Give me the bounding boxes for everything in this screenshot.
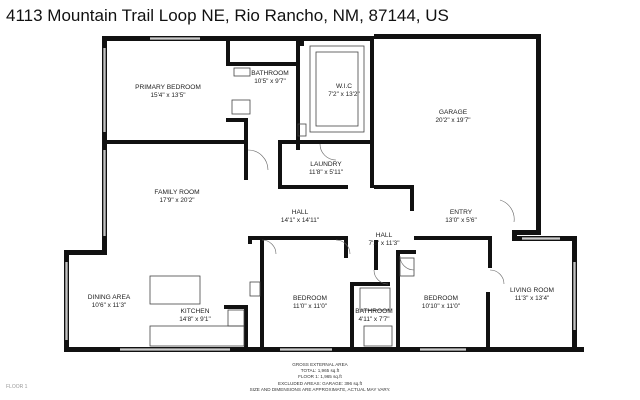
- summary-disclaimer: SIZE AND DIMENSIONS ARE APPROXIMATE, ACT…: [249, 386, 391, 392]
- room-name-hall-2: HALL: [376, 232, 393, 239]
- room-dims-family-room: 17'9" x 20'2": [159, 197, 194, 204]
- room-name-bedroom-1: BEDROOM: [293, 295, 327, 302]
- room-dims-hall-1: 14'1" x 14'11": [281, 217, 319, 224]
- interior-walls: [106, 38, 492, 350]
- room-dims-bedroom-2: 10'10" x 11'0": [422, 303, 460, 310]
- room-dims-living-room: 11'3" x 13'4": [515, 295, 550, 302]
- fixtures: [149, 45, 415, 347]
- room-dims-kitchen: 14'8" x 9'1": [179, 316, 211, 323]
- windows: [65, 37, 576, 351]
- summary-heading: GROSS EXTERNAL AREA: [292, 362, 348, 367]
- area-summary: GROSS EXTERNAL AREA TOTAL: 1,965 sq.ft F…: [0, 362, 640, 393]
- room-labels: PRIMARY BEDROOM 15'4" x 13'5" BATHROOM 1…: [88, 70, 554, 323]
- door-swings: [247, 143, 515, 285]
- room-name-primary-bedroom: PRIMARY BEDROOM: [135, 84, 201, 91]
- room-dims-dining-area: 10'6" x 11'3": [92, 302, 127, 309]
- room-name-laundry: LAUNDRY: [310, 161, 342, 168]
- room-name-garage: GARAGE: [439, 109, 468, 116]
- room-name-hall-1: HALL: [292, 209, 309, 216]
- room-dims-wic: 7'2" x 13'2": [328, 91, 360, 98]
- room-dims-bathroom-upper: 10'5" x 9'7": [254, 78, 286, 85]
- room-dims-bedroom-1: 11'0" x 11'0": [293, 303, 327, 310]
- room-name-wic: W.I.C: [336, 83, 352, 90]
- room-name-dining-area: DINING AREA: [88, 294, 131, 301]
- room-dims-entry: 13'0" x 5'6": [445, 217, 477, 224]
- room-name-bathroom-lower: BATHROOM: [355, 308, 393, 315]
- room-name-living-room: LIVING ROOM: [510, 287, 554, 294]
- room-name-bathroom-upper: BATHROOM: [251, 70, 289, 77]
- room-name-bedroom-2: BEDROOM: [424, 295, 458, 302]
- room-dims-laundry: 11'8" x 5'11": [309, 169, 343, 176]
- room-dims-hall-2: 7'1" x 11'3": [368, 240, 399, 247]
- room-dims-primary-bedroom: 15'4" x 13'5": [150, 92, 185, 99]
- summary-excluded: EXCLUDED AREAS: GARAGE: 396 sq.ft: [278, 380, 362, 386]
- summary-total: TOTAL: 1,965 sq.ft: [300, 368, 340, 374]
- room-dims-bathroom-lower: 4'11" x 7'7": [358, 316, 389, 323]
- room-dims-garage: 20'2" x 19'7": [435, 117, 470, 124]
- floor-label: FLOOR 1: [6, 384, 28, 390]
- room-name-entry: ENTRY: [450, 209, 473, 216]
- property-address: 4113 Mountain Trail Loop NE, Rio Rancho,…: [6, 6, 449, 25]
- room-name-family-room: FAMILY ROOM: [154, 189, 199, 196]
- summary-floor-1: FLOOR 1: 1,965 sq.ft: [298, 374, 342, 380]
- room-name-kitchen: KITCHEN: [181, 308, 210, 315]
